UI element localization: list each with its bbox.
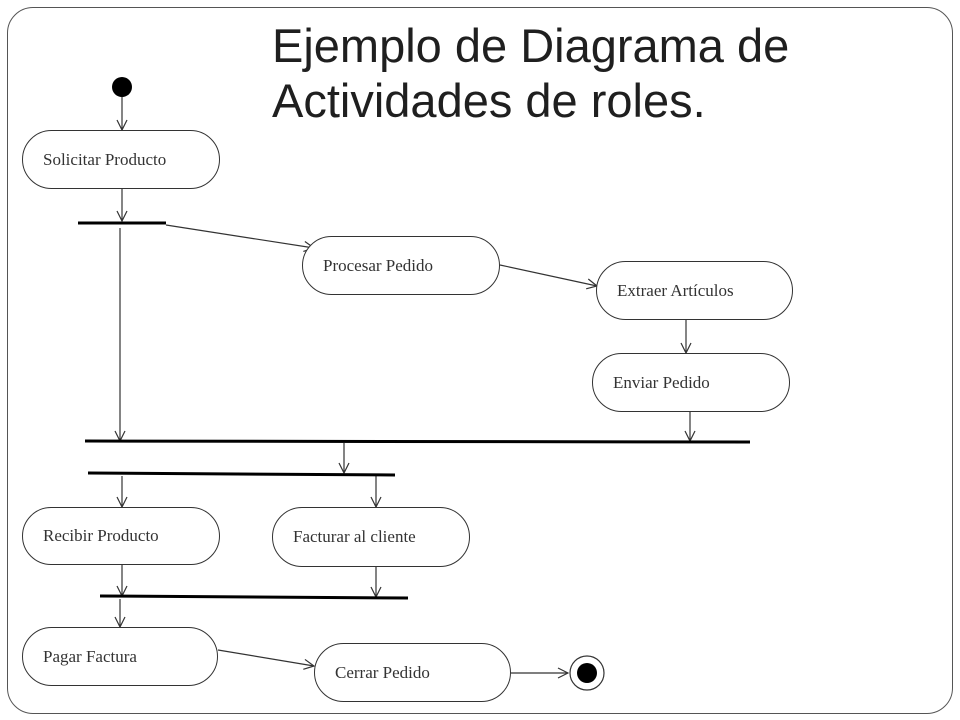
activity-procesar-pedido: Procesar Pedido	[302, 236, 500, 295]
flow-pagar-to-cerrar	[217, 649, 314, 666]
initial-node	[112, 77, 132, 97]
activity-recibir-producto: Recibir Producto	[22, 507, 220, 565]
activity-label: Solicitar Producto	[43, 149, 167, 169]
title-line-1: Ejemplo de Diagrama de	[272, 19, 790, 72]
flow-procesar-to-extraer	[499, 264, 597, 286]
activity-facturar-cliente: Facturar al cliente	[272, 507, 470, 567]
activity-label: Extraer Artículos	[617, 280, 734, 300]
sync-bars	[78, 221, 751, 600]
join-bar-2	[99, 594, 409, 600]
flow-fork-to-procesar	[165, 224, 314, 248]
activity-solicitar-producto: Solicitar Producto	[22, 130, 220, 189]
activity-label: Pagar Factura	[43, 646, 137, 666]
activity-label: Facturar al cliente	[293, 527, 416, 546]
activity-label: Procesar Pedido	[323, 255, 434, 275]
control-flows	[120, 97, 690, 673]
fork-bar-2	[87, 471, 396, 477]
activity-pagar-factura: Pagar Factura	[22, 627, 218, 686]
join-bar-1	[84, 439, 751, 444]
activity-extraer-articulos: Extraer Artículos	[596, 261, 793, 320]
activity-label: Enviar Pedido	[613, 372, 710, 392]
title-line-2: Actividades de roles.	[272, 74, 706, 127]
activity-enviar-pedido: Enviar Pedido	[592, 353, 790, 412]
activity-label: Cerrar Pedido	[335, 662, 430, 682]
diagram-title: Ejemplo de Diagrama de Actividades de ro…	[272, 18, 789, 128]
activity-label: Recibir Producto	[43, 526, 159, 545]
activity-cerrar-pedido: Cerrar Pedido	[314, 643, 511, 702]
final-node-dot	[577, 663, 597, 683]
